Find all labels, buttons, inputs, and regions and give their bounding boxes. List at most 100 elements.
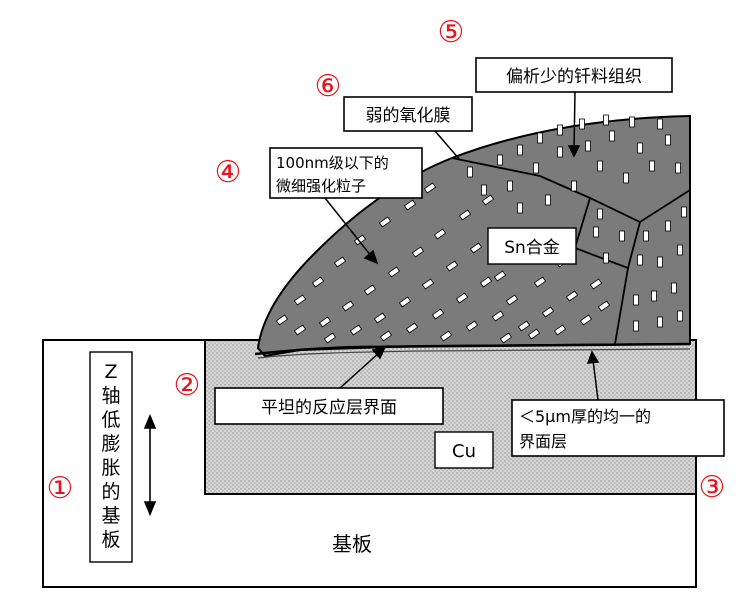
marker-3: ③: [699, 470, 726, 505]
particle: [677, 310, 683, 322]
particle: [623, 172, 629, 184]
particle: [349, 324, 363, 336]
particle: [681, 206, 687, 218]
particle: [323, 332, 337, 344]
z-axis-label-char: Z: [104, 361, 117, 383]
particle: [455, 292, 469, 304]
solder-alloy: [256, 114, 691, 358]
oxide-film-label-box: [343, 96, 473, 132]
particle: [431, 308, 445, 320]
particle: [557, 124, 563, 136]
particle: [333, 256, 347, 268]
z-axis-label-char: 板: [101, 529, 120, 551]
particle: [609, 130, 615, 142]
particle: [585, 140, 591, 152]
particle: [651, 290, 657, 302]
particle: [597, 208, 603, 220]
particle: [469, 242, 483, 254]
particle: [275, 314, 289, 326]
particle: [671, 282, 677, 294]
particle: [579, 314, 593, 326]
particle: [665, 134, 671, 146]
particle: [619, 230, 625, 242]
particle: [527, 328, 541, 340]
reaction-layer-edge: [257, 348, 691, 359]
particle: [637, 254, 643, 266]
particle: [433, 228, 447, 240]
particle: [363, 284, 377, 296]
particle: [677, 244, 683, 256]
particle: [603, 114, 609, 126]
alloy-label: Sn合金: [504, 238, 560, 258]
particle: [445, 260, 459, 272]
particle: [603, 252, 609, 264]
particle: [423, 182, 437, 194]
particle: [637, 142, 643, 154]
particle: [479, 276, 493, 288]
particle: [378, 216, 392, 228]
particle: [675, 162, 681, 174]
particle: [597, 160, 603, 172]
particle: [493, 270, 507, 282]
segregation-pointer: [567, 91, 581, 158]
marker-5: ⑤: [438, 15, 465, 50]
particle: [403, 199, 417, 211]
particle: [373, 312, 387, 324]
particle: [311, 276, 325, 288]
double-arrow: [143, 413, 157, 517]
particles-label-box: [269, 147, 423, 199]
z-axis-label-char: 胀: [101, 457, 120, 479]
oxide-film-pointer: [434, 130, 461, 161]
particle: [565, 290, 579, 302]
particle: [398, 296, 412, 308]
particle: [411, 246, 425, 258]
z-axis-label-char: 低: [101, 409, 120, 431]
z-axis-label-char: 基: [101, 505, 120, 527]
particle: [657, 118, 663, 130]
oxide-film-label: 弱的氧化膜: [366, 106, 451, 126]
interface-label: 平坦的反应层界面: [261, 398, 397, 418]
particle: [517, 144, 523, 156]
particle: [571, 180, 577, 192]
z-axis-label-box: [89, 351, 133, 563]
layer-label-line1: ＜5μm厚的均一的: [519, 407, 651, 426]
particle: [537, 132, 543, 144]
particle: [499, 332, 513, 344]
particle: [318, 316, 332, 328]
particle: [593, 226, 599, 238]
particles-pointer: [324, 197, 379, 265]
copper-label-box: [434, 431, 494, 469]
particle: [341, 300, 355, 312]
particle: [665, 220, 671, 232]
particles-label-line2: 微细强化粒子: [276, 177, 366, 195]
particle: [353, 234, 367, 246]
particle: [517, 202, 523, 214]
particle: [293, 324, 307, 336]
particle: [589, 278, 603, 290]
strengthening-particles: [275, 114, 687, 344]
particle: [405, 322, 419, 334]
particle: [507, 180, 513, 192]
particle: [491, 310, 505, 322]
interface-label-box: [214, 387, 444, 425]
particle: [505, 294, 519, 306]
particle: [545, 194, 551, 206]
particle: [458, 209, 472, 221]
particle: [533, 162, 539, 174]
particle: [517, 320, 531, 332]
marker-4: ④: [215, 155, 242, 190]
particle: [497, 154, 503, 166]
particle: [649, 160, 655, 172]
z-axis-label-char: 膨: [101, 433, 120, 455]
particle: [465, 320, 479, 332]
particle: [541, 306, 555, 318]
particle: [597, 300, 611, 312]
marker-1: ①: [47, 471, 74, 506]
particle: [657, 256, 663, 268]
alloy-label-box: [487, 227, 577, 265]
interface-pointer: [339, 345, 387, 389]
particle: [629, 116, 635, 128]
particle: [533, 276, 547, 288]
particle: [481, 184, 487, 196]
